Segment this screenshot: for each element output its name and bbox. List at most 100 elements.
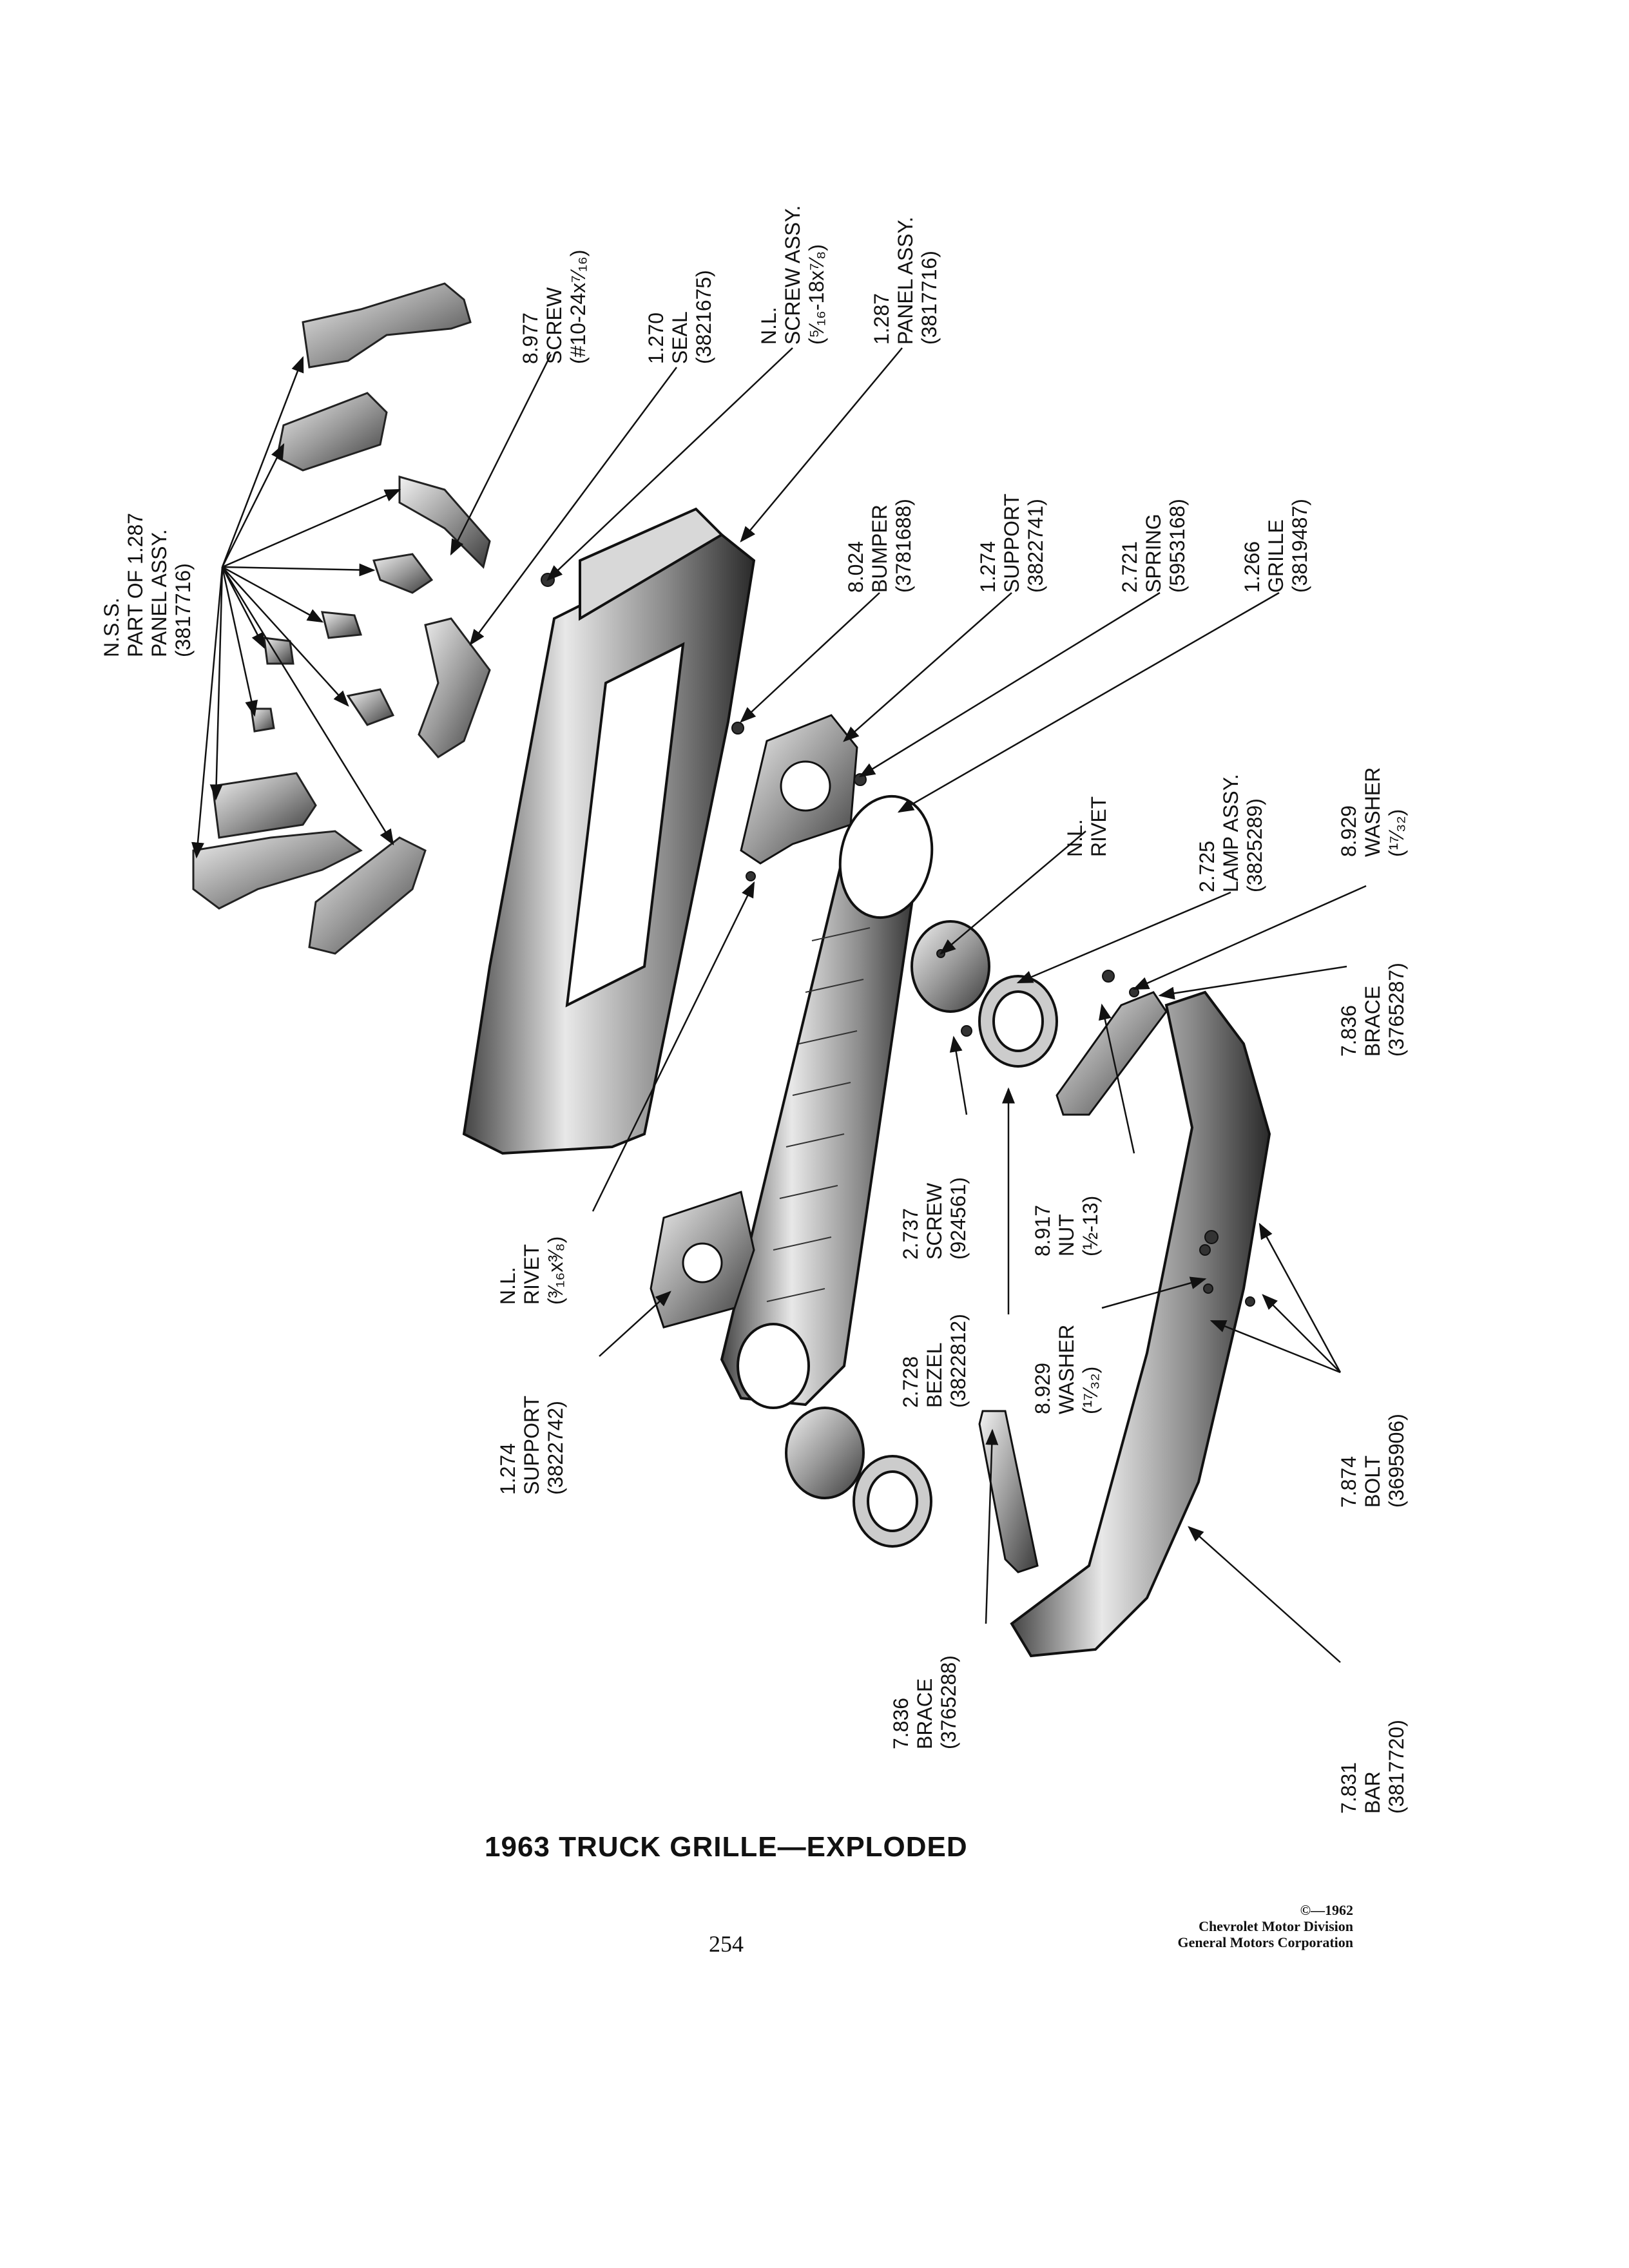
callout-line: LAMP ASSY. xyxy=(1219,774,1242,892)
callout-line: 1.266 xyxy=(1240,541,1264,593)
brace-lower xyxy=(978,1410,1039,1573)
callout-line: WASHER xyxy=(1055,1324,1078,1414)
callout-line: PART OF 1.287 xyxy=(124,512,147,657)
callout-line: (#10-24x⁷⁄₁₆) xyxy=(566,249,590,364)
callout-nut-8917: 8.917 NUT (½-13) xyxy=(1031,1196,1103,1256)
callout-rivet-nl-upper: N.L. RIVET xyxy=(1063,796,1111,857)
callout-line: (½-13) xyxy=(1079,1195,1102,1256)
callout-seal-1270: 1.270 SEAL (3821675) xyxy=(644,270,716,364)
callout-line: SCREW ASSY. xyxy=(781,205,804,345)
callout-line: SCREW xyxy=(923,1182,946,1260)
callout-line: SPRING xyxy=(1142,514,1165,593)
nss-leader-lines xyxy=(191,356,401,859)
callout-line: 7.836 xyxy=(1337,1004,1360,1057)
callout-line: (⁵⁄₁₆-18x⁷⁄₈) xyxy=(805,244,828,345)
callout-line: SUPPORT xyxy=(520,1395,543,1495)
callout-line: (3821675) xyxy=(692,270,715,364)
callout-line: BAR xyxy=(1361,1771,1384,1814)
callout-line: (3765288) xyxy=(937,1655,960,1749)
callout-line: N.L. xyxy=(1063,819,1086,857)
callout-leader-lines xyxy=(450,347,1367,1663)
callout-line: 1.270 xyxy=(644,312,668,364)
callout-line: (3822742) xyxy=(544,1401,567,1495)
callout-line: SCREW xyxy=(543,287,566,364)
callout-line: 2.721 xyxy=(1118,541,1141,593)
callout-line: 1.274 xyxy=(496,1443,519,1495)
callout-line: (924561) xyxy=(947,1177,970,1260)
callout-line: BOLT xyxy=(1361,1455,1384,1508)
panel-bracket-parts xyxy=(192,282,491,955)
callout-line: WASHER xyxy=(1361,767,1384,857)
callout-line: 7.831 xyxy=(1337,1762,1360,1814)
callout-line: (3817716) xyxy=(918,251,941,345)
callout-line: RIVET xyxy=(1087,796,1110,857)
callout-screw-8977: 8.977 SCREW (#10-24x⁷⁄₁₆) xyxy=(519,249,590,364)
callout-line: (3817720) xyxy=(1385,1720,1408,1814)
callout-spring-2721: 2.721 SPRING (5953168) xyxy=(1118,499,1190,593)
callout-line: 2.737 xyxy=(899,1207,922,1260)
callout-line: NUT xyxy=(1055,1214,1078,1256)
callout-line: (3819487) xyxy=(1288,499,1311,593)
callout-washer-8929-upper: 8.929 WASHER (¹⁷⁄₃₂) xyxy=(1337,767,1409,857)
callout-line: (3695906) xyxy=(1385,1414,1408,1508)
callout-line: (¹⁷⁄₃₂) xyxy=(1385,809,1408,857)
callout-line: BRACE xyxy=(913,1678,936,1749)
callout-line: (3825289) xyxy=(1243,798,1266,892)
callout-line: BRACE xyxy=(1361,985,1384,1057)
callout-line: 7.836 xyxy=(889,1697,912,1749)
callout-line: 8.929 xyxy=(1337,805,1360,857)
copyright-line: Chevrolet Motor Division xyxy=(1199,1918,1353,1934)
callout-line: (3817716) xyxy=(171,563,195,657)
lamp-and-bezel-lower xyxy=(785,1407,932,1548)
callout-bezel-2728: 2.728 BEZEL (3822812) xyxy=(899,1314,970,1408)
callout-line: (5953168) xyxy=(1166,499,1189,593)
callout-line: SUPPORT xyxy=(1000,493,1023,593)
callout-support-1274-lower: 1.274 SUPPORT (3822742) xyxy=(496,1396,568,1495)
callout-support-1274-upper: 1.274 SUPPORT (3822741) xyxy=(976,494,1048,593)
callout-line: 1.274 xyxy=(976,541,999,593)
callout-line: GRILLE xyxy=(1264,519,1287,593)
callout-line: SEAL xyxy=(668,311,691,364)
diagram-title: 1963 TRUCK GRILLE—EXPLODED xyxy=(485,1831,968,1863)
support-upper xyxy=(740,714,858,865)
callout-line: (3822812) xyxy=(947,1314,970,1408)
callout-nss-panel-parts: N.S.S. PART OF 1.287 PANEL ASSY. (381771… xyxy=(100,513,195,657)
copyright-line: General Motors Corporation xyxy=(1177,1934,1354,1950)
callout-line: 8.024 xyxy=(844,541,867,593)
grille-panel-assembly xyxy=(462,507,756,1155)
callout-line: RIVET xyxy=(520,1244,543,1305)
callout-line: BEZEL xyxy=(923,1342,946,1408)
callout-lamp-assy-2725: 2.725 LAMP ASSY. (3825289) xyxy=(1195,774,1267,892)
callout-line: (3765287) xyxy=(1385,963,1408,1057)
bumper-bar xyxy=(1010,990,1271,1658)
callout-line: BUMPER xyxy=(868,505,891,593)
callout-screw-assy: N.L. SCREW ASSY. (⁵⁄₁₆-18x⁷⁄₈) xyxy=(757,206,829,345)
page-number: 254 xyxy=(709,1931,744,1957)
callout-washer-8929-lower: 8.929 WASHER (¹⁷⁄₃₂) xyxy=(1031,1325,1103,1414)
callout-line: N.S.S. xyxy=(100,597,123,657)
callout-line: 1.287 xyxy=(870,293,893,345)
callout-screw-2737: 2.737 SCREW (924561) xyxy=(899,1177,970,1260)
copyright-line: ©—1962 xyxy=(1300,1902,1353,1918)
callout-brace-7836-upper: 7.836 BRACE (3765287) xyxy=(1337,963,1409,1057)
callout-line: 8.929 xyxy=(1031,1362,1054,1414)
callout-line: (³⁄₁₆x³⁄₈) xyxy=(544,1236,567,1305)
callout-bolt-7874: 7.874 BOLT (3695906) xyxy=(1337,1414,1409,1508)
callout-bar-7831: 7.831 BAR (3817720) xyxy=(1337,1720,1409,1814)
callout-line: 2.728 xyxy=(899,1356,922,1408)
callout-line: 2.725 xyxy=(1195,840,1219,892)
copyright-notice: ©—1962 Chevrolet Motor Division General … xyxy=(1178,1902,1354,1950)
callout-line: N.L. xyxy=(496,1267,519,1305)
grille xyxy=(720,794,934,1409)
callout-line: PANEL ASSY. xyxy=(894,216,917,345)
callout-panel-assy-1287: 1.287 PANEL ASSY. (3817716) xyxy=(870,216,941,345)
callout-line: (3822741) xyxy=(1024,499,1047,593)
support-lower xyxy=(650,1191,755,1329)
callout-grille-1266: 1.266 GRILLE (3819487) xyxy=(1240,499,1312,593)
callout-brace-7836-lower: 7.836 BRACE (3765288) xyxy=(889,1655,961,1749)
callout-line: 7.874 xyxy=(1337,1456,1360,1508)
callout-line: PANEL ASSY. xyxy=(148,529,171,657)
lamp-and-bezel-upper xyxy=(911,920,1058,1068)
callout-line: N.L. xyxy=(757,307,780,345)
